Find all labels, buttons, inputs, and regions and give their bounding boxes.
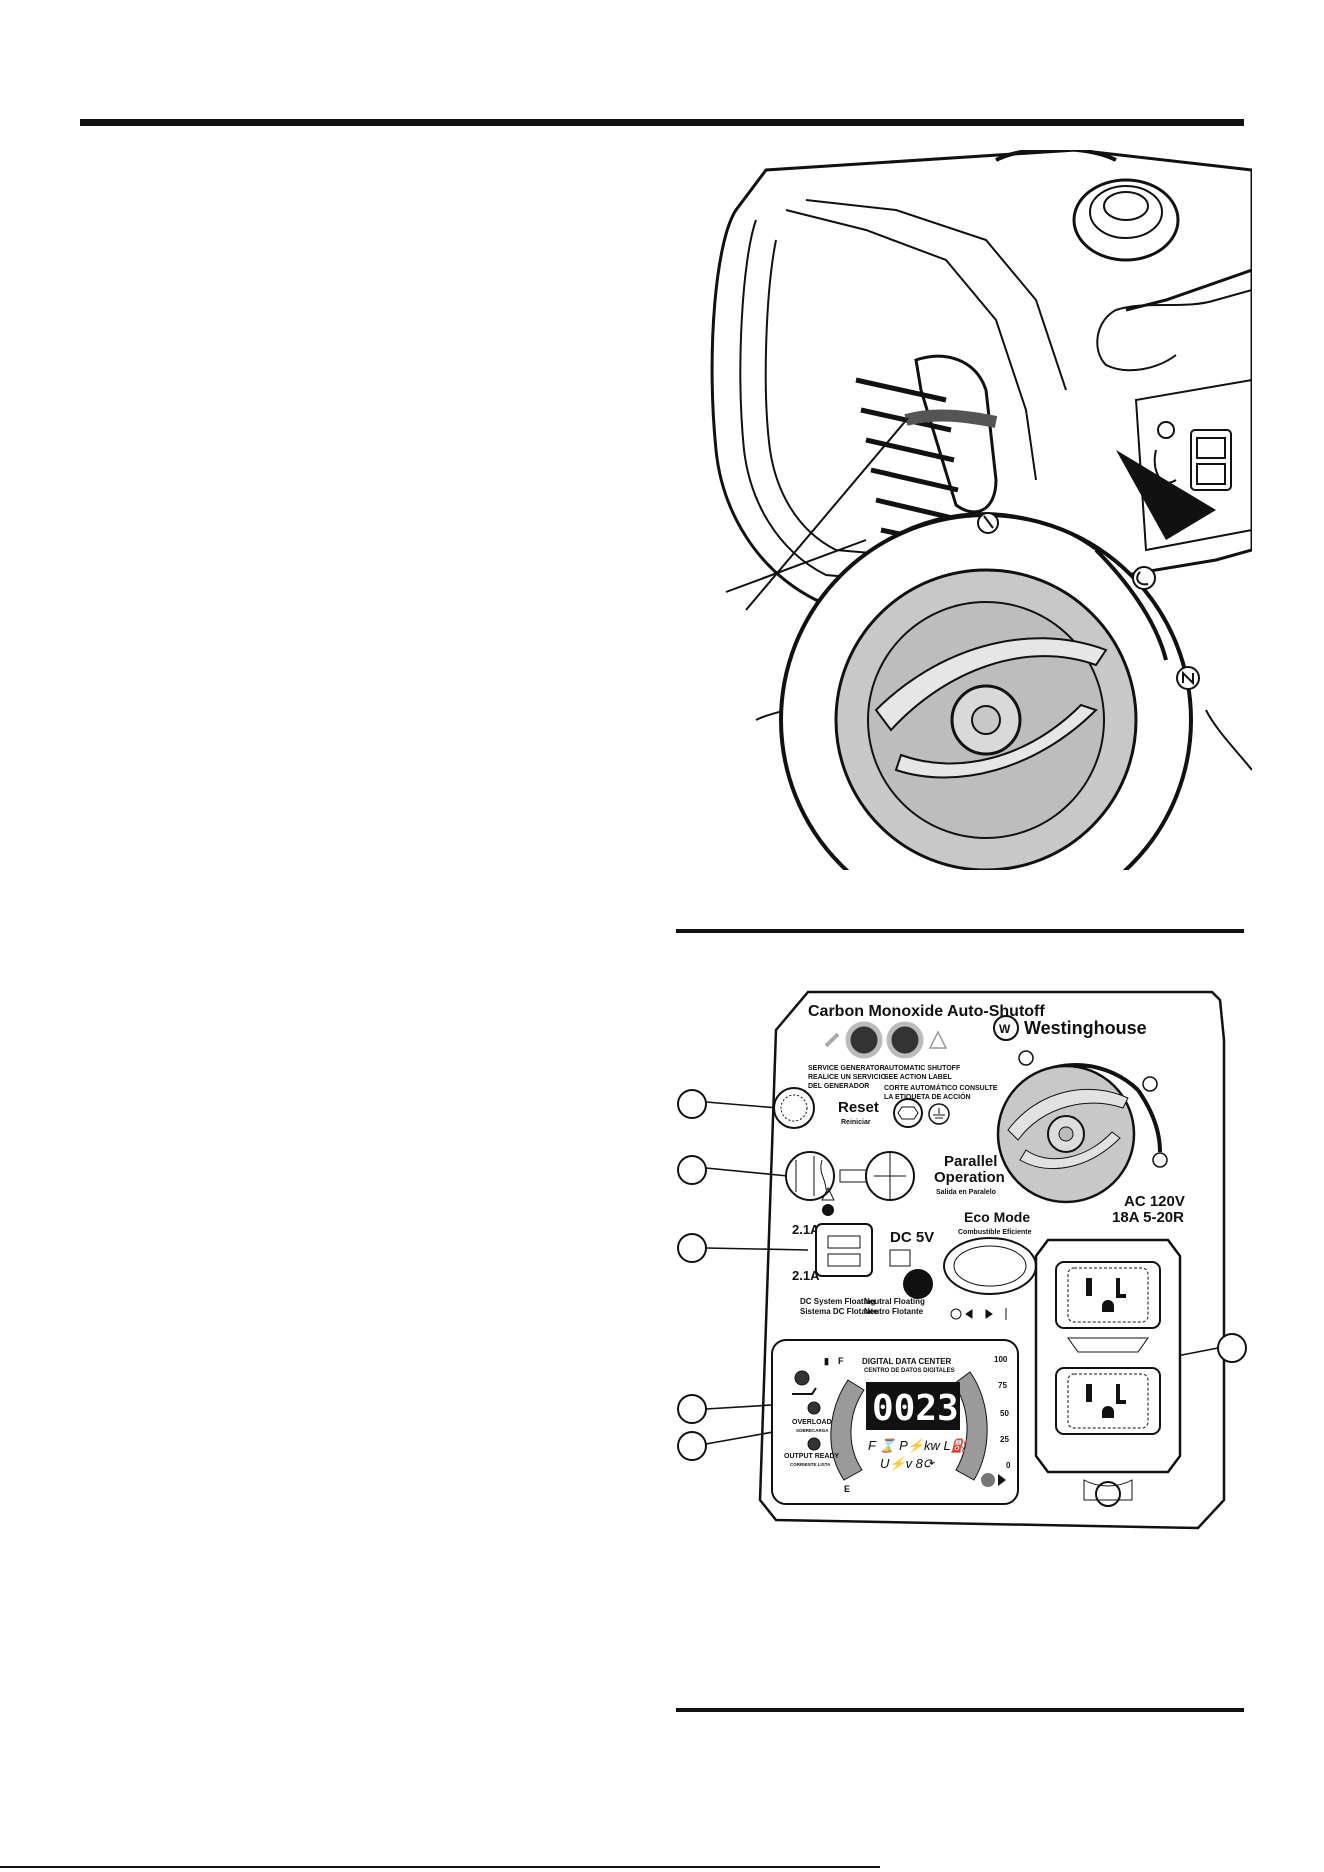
service-led [845, 1021, 883, 1059]
section-rule-bottom [676, 1708, 1244, 1712]
dc-floating-label-es: Sistema DC Flotante [800, 1307, 878, 1316]
reset-button[interactable] [773, 1087, 815, 1129]
usb-port-2[interactable] [827, 1253, 861, 1267]
ddc-title-es: CENTRO DE DATOS DIGITALES [864, 1368, 955, 1374]
load-25-label: 25 [1000, 1435, 1009, 1444]
dc-floating-label: DC System Floating [800, 1297, 876, 1306]
wrench-icon [824, 1032, 840, 1048]
logo-glyph: W [999, 1022, 1011, 1036]
generator-fuel-knob-illustration [710, 150, 1252, 870]
co-shutoff-led [886, 1021, 924, 1059]
digital-display [866, 1382, 960, 1430]
output-ready-label: OUTPUT READY [784, 1453, 840, 1460]
westinghouse-logo-icon [993, 1015, 1019, 1041]
auto-shutoff-label-2: SEE ACTION LABEL [884, 1074, 953, 1081]
header-rule [80, 119, 1244, 126]
fuel-pump-icon: ▮ [824, 1356, 829, 1366]
dc5v-label: DC 5V [890, 1229, 934, 1246]
overload-label: OVERLOAD [792, 1419, 832, 1426]
caution-icon [821, 1186, 835, 1201]
load-gauge [953, 1371, 988, 1481]
parallel-label-es: Salida en Paralelo [936, 1189, 996, 1196]
load-75-label: 75 [998, 1381, 1007, 1390]
reset-label-es: Reiniciar [841, 1119, 871, 1126]
load-100-label: 100 [994, 1355, 1008, 1364]
eco-indicator-led [903, 1269, 933, 1299]
fuel-full-label: F [838, 1356, 844, 1366]
overload-led [807, 1401, 821, 1415]
info-dot-icon [822, 1204, 834, 1216]
fuel-empty-label: E [844, 1484, 850, 1494]
ground-terminal[interactable] [893, 1098, 923, 1128]
footer-rule [0, 1866, 880, 1868]
neutral-floating-label-es: Neutro Flotante [864, 1307, 924, 1316]
fuel-gauge [830, 1379, 865, 1481]
auto-shutoff-label-es-2: LA ETIQUETA DE ACCIÓN [884, 1092, 971, 1101]
auto-shutoff-label: AUTOMATIC SHUTOFF [884, 1065, 961, 1072]
choke-icon [1018, 1050, 1034, 1066]
ac-outlet-2[interactable] [1055, 1367, 1161, 1435]
overload-label-es: SOBRECARGA [796, 1428, 829, 1433]
service-label-es-1: REALICE UN SERVICIO [808, 1074, 887, 1081]
eco-off-icon [950, 1308, 962, 1320]
service-label-es-2: DEL GENERADOR [808, 1083, 869, 1090]
usb-rating-bottom: 2.1A [792, 1268, 820, 1283]
off-icon [1152, 1152, 1168, 1168]
eco-mode-label: Eco Mode [964, 1209, 1030, 1225]
neutral-floating-label: Neutral Floating [864, 1297, 925, 1306]
load-0-label: 0 [1006, 1461, 1011, 1470]
usb-rating-top: 2.1A [792, 1222, 820, 1237]
ac-outlet-1[interactable] [1055, 1261, 1161, 1329]
display-arrow-icon [998, 1474, 1006, 1486]
co-title: Carbon Monoxide Auto-Shutoff [808, 1003, 1045, 1020]
auto-shutoff-label-es-1: CORTE AUTOMÁTICO CONSULTE [884, 1083, 998, 1092]
eco-mode-label-es: Combustible Eficiente [958, 1229, 1032, 1236]
parallel-socket-left[interactable] [785, 1151, 835, 1201]
display-icons-row-2: U⚡v 8⟳ [880, 1456, 936, 1472]
control-panel-illustration: Carbon Monoxide Auto-Shutoff SERVICE GEN… [677, 990, 1247, 1530]
low-oil-led [794, 1370, 810, 1386]
usb-port-housing [815, 1223, 873, 1277]
usb-port-1[interactable] [827, 1235, 861, 1249]
display-icons-row-1: F ⌛ P⚡kw L⛽ [868, 1438, 970, 1454]
output-ready-label-es: CORRIENTE LISTA [790, 1462, 831, 1467]
display-mode-button[interactable] [981, 1473, 995, 1487]
parallel-label-2: Operation [934, 1169, 1005, 1186]
display-readout: 0023 [872, 1388, 959, 1429]
oil-can-icon [792, 1387, 817, 1395]
parallel-label-1: Parallel [944, 1153, 997, 1170]
brand-name: Westinghouse [1024, 1018, 1147, 1038]
ddc-title: DIGITAL DATA CENTER [862, 1357, 952, 1366]
load-50-label: 50 [1000, 1409, 1009, 1418]
ac-rating-2: 18A 5-20R [1112, 1209, 1184, 1226]
output-ready-led [807, 1437, 821, 1451]
ac-rating-1: AC 120V [1124, 1193, 1185, 1210]
warning-icon [928, 1030, 948, 1049]
reset-label: Reset [838, 1099, 879, 1116]
run-icon [1142, 1076, 1158, 1092]
service-label: SERVICE GENERATOR [808, 1065, 885, 1072]
section-rule [676, 929, 1244, 933]
dc-indicator [889, 1249, 911, 1267]
